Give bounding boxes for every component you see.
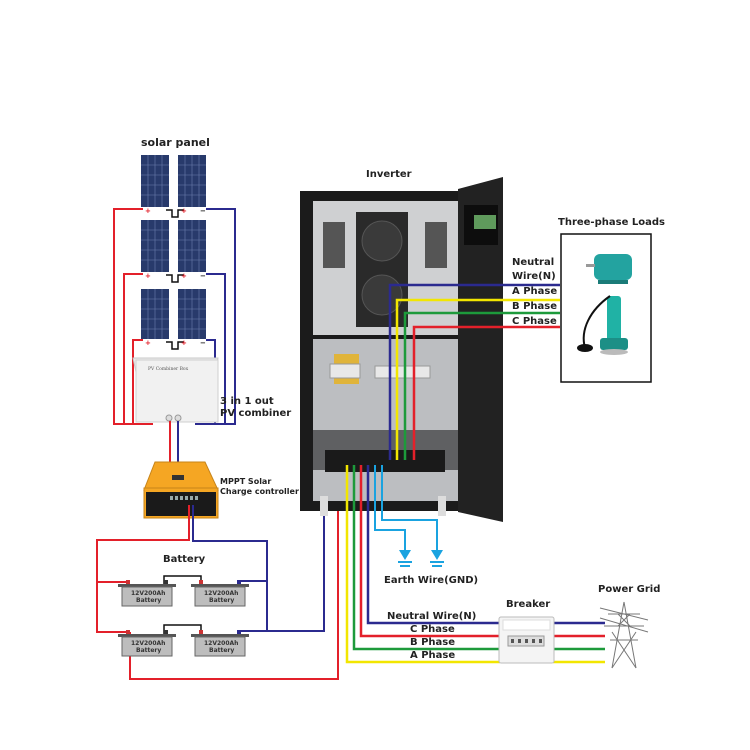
- series-link: [166, 209, 184, 218]
- grid-a-phase-label: A Phase: [410, 650, 455, 661]
- svg-text:12V200Ah: 12V200Ah: [131, 640, 165, 647]
- svg-text:Battery: Battery: [136, 647, 161, 654]
- controller-to-battery-positive: [96, 505, 190, 583]
- ground-icon: [399, 550, 411, 560]
- svg-text:12V200Ah: 12V200Ah: [131, 590, 165, 597]
- battery: 12V200Ah Battery: [191, 634, 249, 657]
- grid-b-phase-label: B Phase: [410, 637, 455, 648]
- breaker-box: [498, 616, 555, 664]
- control-board: [474, 215, 496, 229]
- svg-text:Battery: Battery: [209, 597, 234, 604]
- load-wires: [388, 283, 560, 460]
- motor-icon: [586, 254, 632, 284]
- grid-wires: [345, 465, 605, 664]
- c-phase-label: C Phase: [512, 316, 557, 327]
- plus-sign: +: [181, 207, 187, 215]
- series-link: [166, 274, 184, 283]
- controller-label-line2: Charge controller: [220, 487, 299, 496]
- grid-c-phase-label: C Phase: [410, 624, 455, 635]
- pv-string-wires: [113, 208, 236, 425]
- grid-neutral-label: Neutral Wire(N): [387, 611, 476, 622]
- battery: 12V200Ah Battery: [191, 584, 249, 607]
- combiner-plate-label: PV Combiner Box: [148, 366, 189, 372]
- battery-label: Battery: [163, 554, 206, 565]
- neutral-label: Neutral: [512, 257, 554, 268]
- pv-combiner-box: PV Combiner Box: [132, 357, 219, 423]
- plus-sign: +: [145, 339, 151, 347]
- a-phase-label: A Phase: [512, 286, 557, 297]
- solar-panel-label: solar panel: [141, 136, 210, 149]
- combiner-label-line1: 3 in 1 out: [220, 396, 274, 407]
- svg-text:Battery: Battery: [209, 647, 234, 654]
- plus-sign: +: [181, 339, 187, 347]
- plus-sign: +: [181, 272, 187, 280]
- terminal-block: [325, 450, 445, 472]
- combiner-label-line2: PV combiner: [220, 408, 291, 419]
- pump-icon: [577, 295, 628, 355]
- svg-text:12V200Ah: 12V200Ah: [204, 640, 238, 647]
- minus-sign: −: [200, 272, 206, 280]
- earth-wire-label: Earth Wire(GND): [384, 575, 478, 586]
- inverter-label: Inverter: [366, 169, 412, 180]
- earth-wires: [374, 465, 438, 550]
- grid-wire-labels: Neutral Wire(N) C Phase B Phase A Phase: [387, 611, 476, 661]
- plus-sign: +: [145, 272, 151, 280]
- ground-symbols: [398, 550, 444, 567]
- breaker-label: Breaker: [506, 599, 550, 610]
- ground-icon: [431, 550, 443, 560]
- battery: 12V200Ah Battery: [118, 584, 176, 607]
- battery-bank: 12V200Ah Battery 12V200Ah Battery 12V200…: [118, 575, 249, 657]
- power-tower-icon: [599, 601, 649, 669]
- inverter-cabinet: [300, 177, 503, 522]
- controller-label-line1: MPPT Solar: [220, 477, 271, 486]
- controller-to-battery-negative: [192, 505, 268, 582]
- svg-text:12V200Ah: 12V200Ah: [204, 590, 238, 597]
- series-link: [166, 341, 184, 350]
- minus-sign: −: [200, 207, 206, 215]
- loads-label: Three-phase Loads: [558, 217, 665, 228]
- neutral-wire-label: Wire(N): [512, 271, 556, 282]
- power-grid-label: Power Grid: [598, 584, 660, 595]
- plus-sign: +: [145, 207, 151, 215]
- battery-parallel-positive: [96, 582, 126, 633]
- b-phase-label: B Phase: [512, 301, 557, 312]
- battery-to-inverter-negative: [267, 508, 325, 632]
- minus-sign: −: [200, 339, 206, 347]
- load-wire-labels: Neutral Wire(N) A Phase B Phase C Phase: [512, 257, 557, 327]
- mppt-charge-controller: [143, 461, 219, 519]
- battery: 12V200Ah Battery: [118, 634, 176, 657]
- solar-array: + + − + + − + + −: [141, 155, 206, 350]
- svg-text:Battery: Battery: [136, 597, 161, 604]
